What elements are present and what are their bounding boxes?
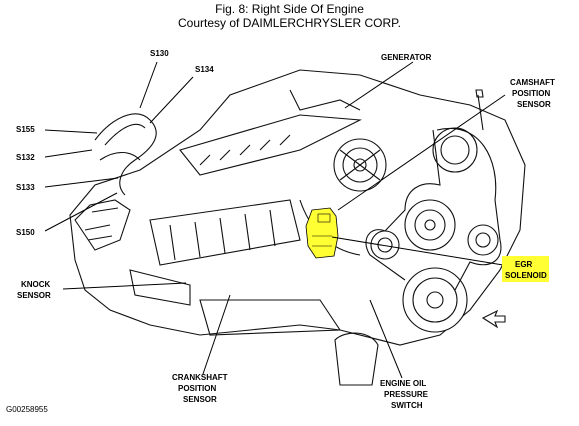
label-crankshaft-line1: CRANKSHAFT: [172, 373, 228, 382]
callout-labels: S130 S134 S155 S132 S133 S150 GENERATOR …: [6, 49, 555, 414]
label-s134: S134: [195, 65, 214, 74]
label-egr-line2: SOLENOID: [505, 271, 547, 280]
label-crankshaft-line2: POSITION: [178, 384, 216, 393]
label-knock-line2: SENSOR: [17, 291, 51, 300]
label-s150: S150: [16, 228, 35, 237]
front-arrow-icon: [481, 309, 506, 329]
label-knock-line1: KNOCK: [21, 280, 51, 289]
label-camshaft-line2: POSITION: [512, 89, 550, 98]
figure-id: G00258955: [6, 405, 48, 414]
figure-courtesy: Courtesy of DAIMLERCHRYSLER CORP.: [178, 16, 401, 30]
label-camshaft-line3: SENSOR: [517, 100, 551, 109]
label-crankshaft-line3: SENSOR: [183, 395, 217, 404]
leader-lines: [44, 61, 506, 379]
label-oil-line1: ENGINE OIL: [380, 379, 426, 388]
label-s132: S132: [16, 153, 35, 162]
label-generator: GENERATOR: [381, 53, 432, 62]
label-s155: S155: [16, 125, 35, 134]
egr-label-highlight: [502, 256, 549, 282]
label-oil-line2: PRESSURE: [384, 390, 429, 399]
label-oil-line3: SWITCH: [391, 401, 423, 410]
label-camshaft-line1: CAMSHAFT: [510, 78, 555, 87]
engine-drawing: [69, 69, 526, 386]
label-egr-line1: EGR: [515, 260, 533, 269]
label-s130: S130: [150, 49, 169, 58]
label-s133: S133: [16, 183, 35, 192]
figure-title: Fig. 8: Right Side Of Engine: [215, 2, 364, 16]
egr-solenoid-highlight: [305, 207, 339, 259]
